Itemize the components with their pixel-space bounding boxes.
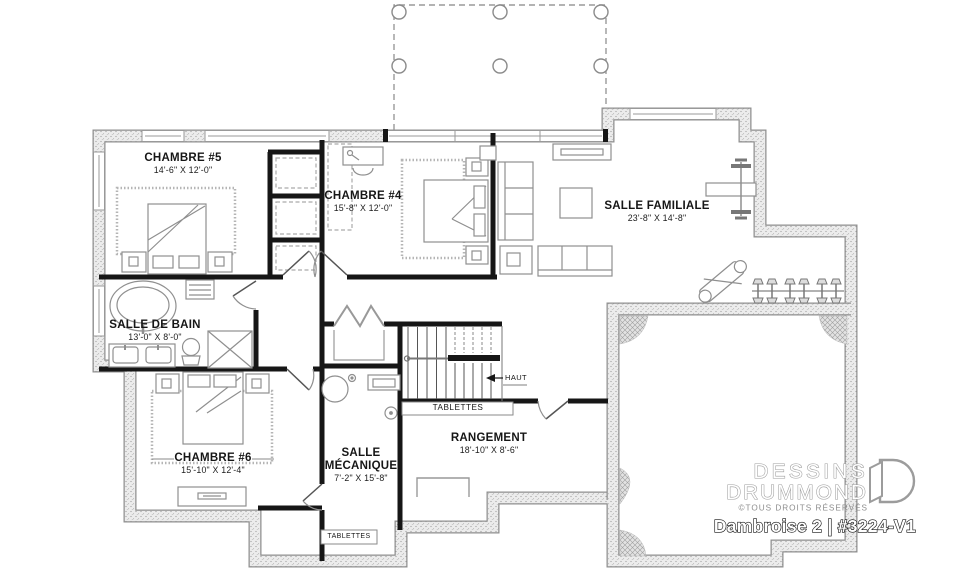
brand-name-line1: DESSINS — [754, 460, 869, 483]
doors — [232, 250, 569, 511]
room-label-salle-de-bain: SALLE DE BAIN 13'-0" X 8'-0" — [109, 319, 200, 342]
furniture-chambre5 — [115, 186, 237, 275]
stairs-up-arrow — [486, 374, 527, 386]
room-label-salle-mecanique: SALLE MÉCANIQUE 7'-2" X 15'-8" — [317, 447, 405, 484]
hatch-blobs — [619, 315, 848, 557]
plan-title: Dambroise 2 | #3224-V1 — [714, 516, 916, 536]
bathroom-fixtures — [108, 279, 253, 369]
room-dims: 7'-2" X 15'-8" — [334, 472, 388, 483]
room-name: SALLE DE BAIN — [109, 319, 201, 331]
shelves-label-lower: TABLETTES — [327, 533, 371, 540]
foundation-walls — [92, 107, 858, 568]
water-heater — [321, 375, 349, 403]
stairs-up-label: HAUT — [505, 373, 528, 382]
closet-shelf — [333, 330, 385, 361]
room-name: CHAMBRE #4 — [324, 190, 402, 202]
mechanical-equipment — [321, 373, 401, 420]
room-dims: 23'-8" X 14'-8" — [627, 213, 687, 223]
furniture-chambre6 — [150, 371, 274, 507]
deck-outline — [391, 4, 609, 130]
shelving — [320, 401, 514, 545]
room-name: CHAMBRE #5 — [144, 152, 222, 164]
room-label-chambre5: CHAMBRE #5 14'-6" X 12'-0" — [144, 152, 221, 175]
stairs — [403, 326, 527, 401]
room-name: RANGEMENT — [450, 432, 528, 444]
dumbbell-rack — [752, 278, 844, 304]
exercise-machine — [698, 259, 747, 303]
gym-equipment — [698, 158, 844, 304]
room-dims: 14'-6" X 12'-0" — [153, 165, 213, 175]
room-label-rangement: RANGEMENT 18'-10" X 8'-6" — [451, 432, 527, 455]
bench-press — [705, 158, 757, 220]
room-name: SALLE FAMILIALE — [604, 200, 710, 212]
room-name: SALLE MÉCANIQUE — [324, 447, 398, 472]
brand-d-icon — [869, 458, 916, 504]
deck-columns — [391, 4, 609, 74]
room-label-salle-familiale: SALLE FAMILIALE 23'-8" X 14'-8" — [604, 200, 709, 223]
furniture-salle-familiale — [479, 143, 613, 277]
brand-logo: DESSINS DRUMMOND ©TOUS DROITS RÉSERVÉS D… — [713, 458, 916, 537]
room-label-chambre4: CHAMBRE #4 15'-8" X 12'-0" — [324, 190, 401, 213]
room-label-chambre6: CHAMBRE #6 15'-10" X 12'-4" — [174, 452, 251, 475]
room-dims: 18'-10" X 8'-6" — [459, 445, 519, 455]
shelves-label-upper: TABLETTES — [432, 403, 484, 412]
room-dims: 13'-0" X 8'-0" — [128, 332, 182, 342]
brand-copyright: ©TOUS DROITS RÉSERVÉS — [738, 503, 868, 513]
furniture-chambre4 — [342, 146, 489, 265]
room-name: CHAMBRE #6 — [174, 452, 252, 464]
bifold-closet-doors — [333, 304, 385, 328]
brand-name-line2: DRUMMOND — [726, 481, 868, 504]
room-dims: 15'-8" X 12'-0" — [333, 203, 393, 213]
room-dims: 15'-10" X 12'-4" — [181, 465, 245, 475]
